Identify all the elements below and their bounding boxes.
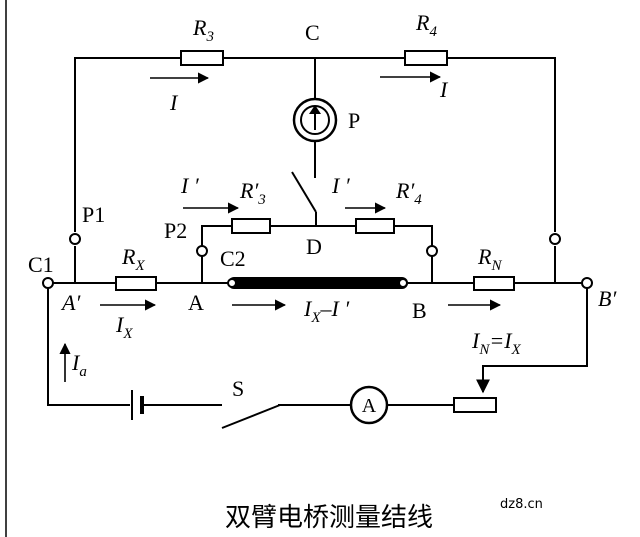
label-ix-minus-i-prime: IX–I ′ — [303, 296, 350, 326]
label-i-prime-left: I ′ — [180, 173, 200, 198]
resistor-rx — [115, 276, 157, 291]
label-d: D — [306, 234, 322, 259]
terminal-p1 — [69, 233, 81, 245]
label-i-top-left: I — [169, 90, 179, 115]
galvanometer-switch — [291, 171, 317, 213]
label-in-equals-ix: IN=IX — [471, 328, 522, 358]
terminal-p2 — [196, 245, 208, 257]
terminal-c2 — [227, 278, 237, 288]
resistor-r3 — [180, 50, 224, 66]
label-b-prime: B′ — [598, 286, 617, 311]
terminal-b-end — [398, 278, 408, 288]
resistor-r4-prime — [355, 218, 395, 234]
label-ia: Ia — [71, 350, 87, 380]
label-p2: P2 — [164, 218, 187, 243]
terminal-c1 — [42, 277, 54, 289]
label-ix: IX — [115, 312, 133, 342]
label-p1: P1 — [82, 202, 105, 227]
label-r3-prime: R′3 — [239, 178, 266, 208]
bottom-wire-left — [47, 288, 130, 406]
label-i-prime-right: I ′ — [331, 173, 351, 198]
galvanometer-needle-head — [309, 105, 321, 114]
label-rn: RN — [477, 244, 502, 274]
diagram-title: 双臂电桥测量结线 — [225, 503, 433, 533]
label-b: B — [412, 298, 427, 323]
label-c1: C1 — [28, 252, 54, 277]
label-rx: RX — [121, 244, 145, 274]
ammeter-label: A — [362, 395, 377, 417]
label-i-top-right: I — [439, 77, 449, 102]
label-r3: R3 — [192, 15, 214, 45]
label-p: P — [348, 108, 360, 133]
label-c: C — [305, 20, 320, 45]
switch-s — [221, 404, 281, 429]
watermark: dz8.cn — [500, 497, 543, 512]
terminal-b-prime — [581, 277, 593, 289]
resistor-rn — [473, 276, 515, 291]
inner-wire — [201, 225, 433, 250]
label-a: A — [188, 290, 204, 315]
terminal-right-inner — [426, 245, 438, 257]
rheostat — [453, 397, 497, 413]
resistor-r3-prime — [231, 218, 271, 234]
label-c2: C2 — [220, 246, 246, 271]
rheostat-slider-wire — [476, 288, 588, 394]
label-r4: R4 — [415, 10, 437, 40]
resistor-r4 — [404, 50, 448, 66]
label-r4-prime: R′4 — [395, 178, 422, 208]
terminal-right-outer — [549, 233, 561, 245]
label-s: S — [232, 376, 244, 401]
label-a-prime: A′ — [60, 290, 81, 315]
